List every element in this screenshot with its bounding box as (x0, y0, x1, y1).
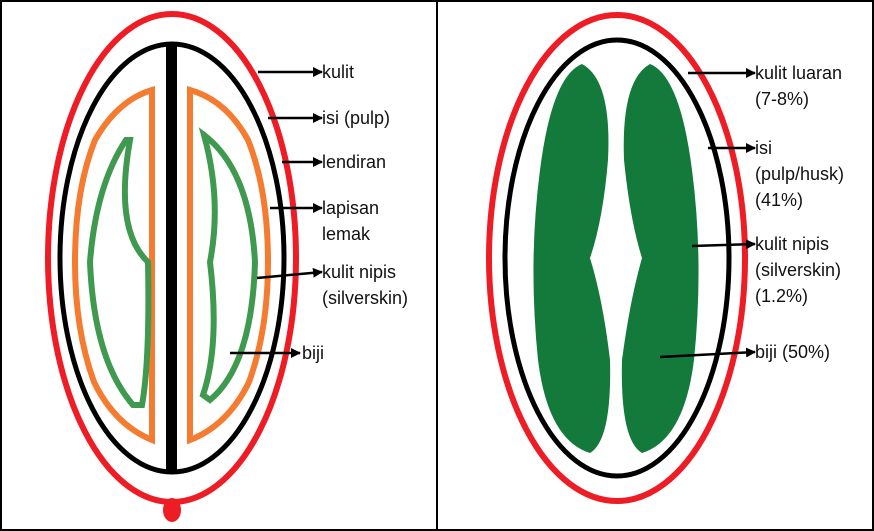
label-kulit-nipis-line1: kulit nipis (322, 262, 396, 282)
bean-left (533, 64, 610, 453)
label-isi-pulp: isi (pulp) (322, 108, 390, 128)
silverskin-right (203, 135, 255, 400)
label-kulit-luaran-line2: (7-8%) (755, 89, 809, 109)
label-kulit-nipis-right-line1: kulit nipis (755, 234, 829, 254)
label-kulit: kulit (322, 62, 354, 82)
label-kulit-luaran-line1: kulit luaran (755, 63, 842, 83)
left-labels: kulit isi (pulp) lendiran lapisan lemak … (302, 62, 408, 363)
label-kulit-nipis-right-line2: (silverskin) (755, 260, 841, 280)
left-cherry-cross-section (48, 14, 296, 522)
center-divider (166, 44, 177, 472)
silverskin-left (90, 140, 148, 405)
outer-skin-ring-right (489, 15, 745, 501)
bean-right (622, 64, 699, 453)
label-kulit-nipis-right-line3: (1.2%) (755, 286, 808, 306)
label-isi-right-line1: isi (755, 138, 772, 158)
label-biji: biji (302, 343, 324, 363)
label-biji-right: biji (50%) (755, 342, 830, 362)
left-arrows (230, 72, 322, 353)
right-labels: kulit luaran (7-8%) isi (pulp/husk) (41%… (755, 63, 844, 362)
label-lendiran: lendiran (322, 152, 386, 172)
label-lapisan-line1: lapisan (322, 198, 379, 218)
label-kulit-nipis-line2: (silverskin) (322, 288, 408, 308)
label-isi-right-line2: (pulp/husk) (755, 164, 844, 184)
label-isi-right-line3: (41%) (755, 190, 803, 210)
label-lapisan-line2: lemak (322, 224, 371, 244)
right-cherry-cross-section (489, 15, 745, 501)
fat-layer-left (75, 90, 152, 440)
